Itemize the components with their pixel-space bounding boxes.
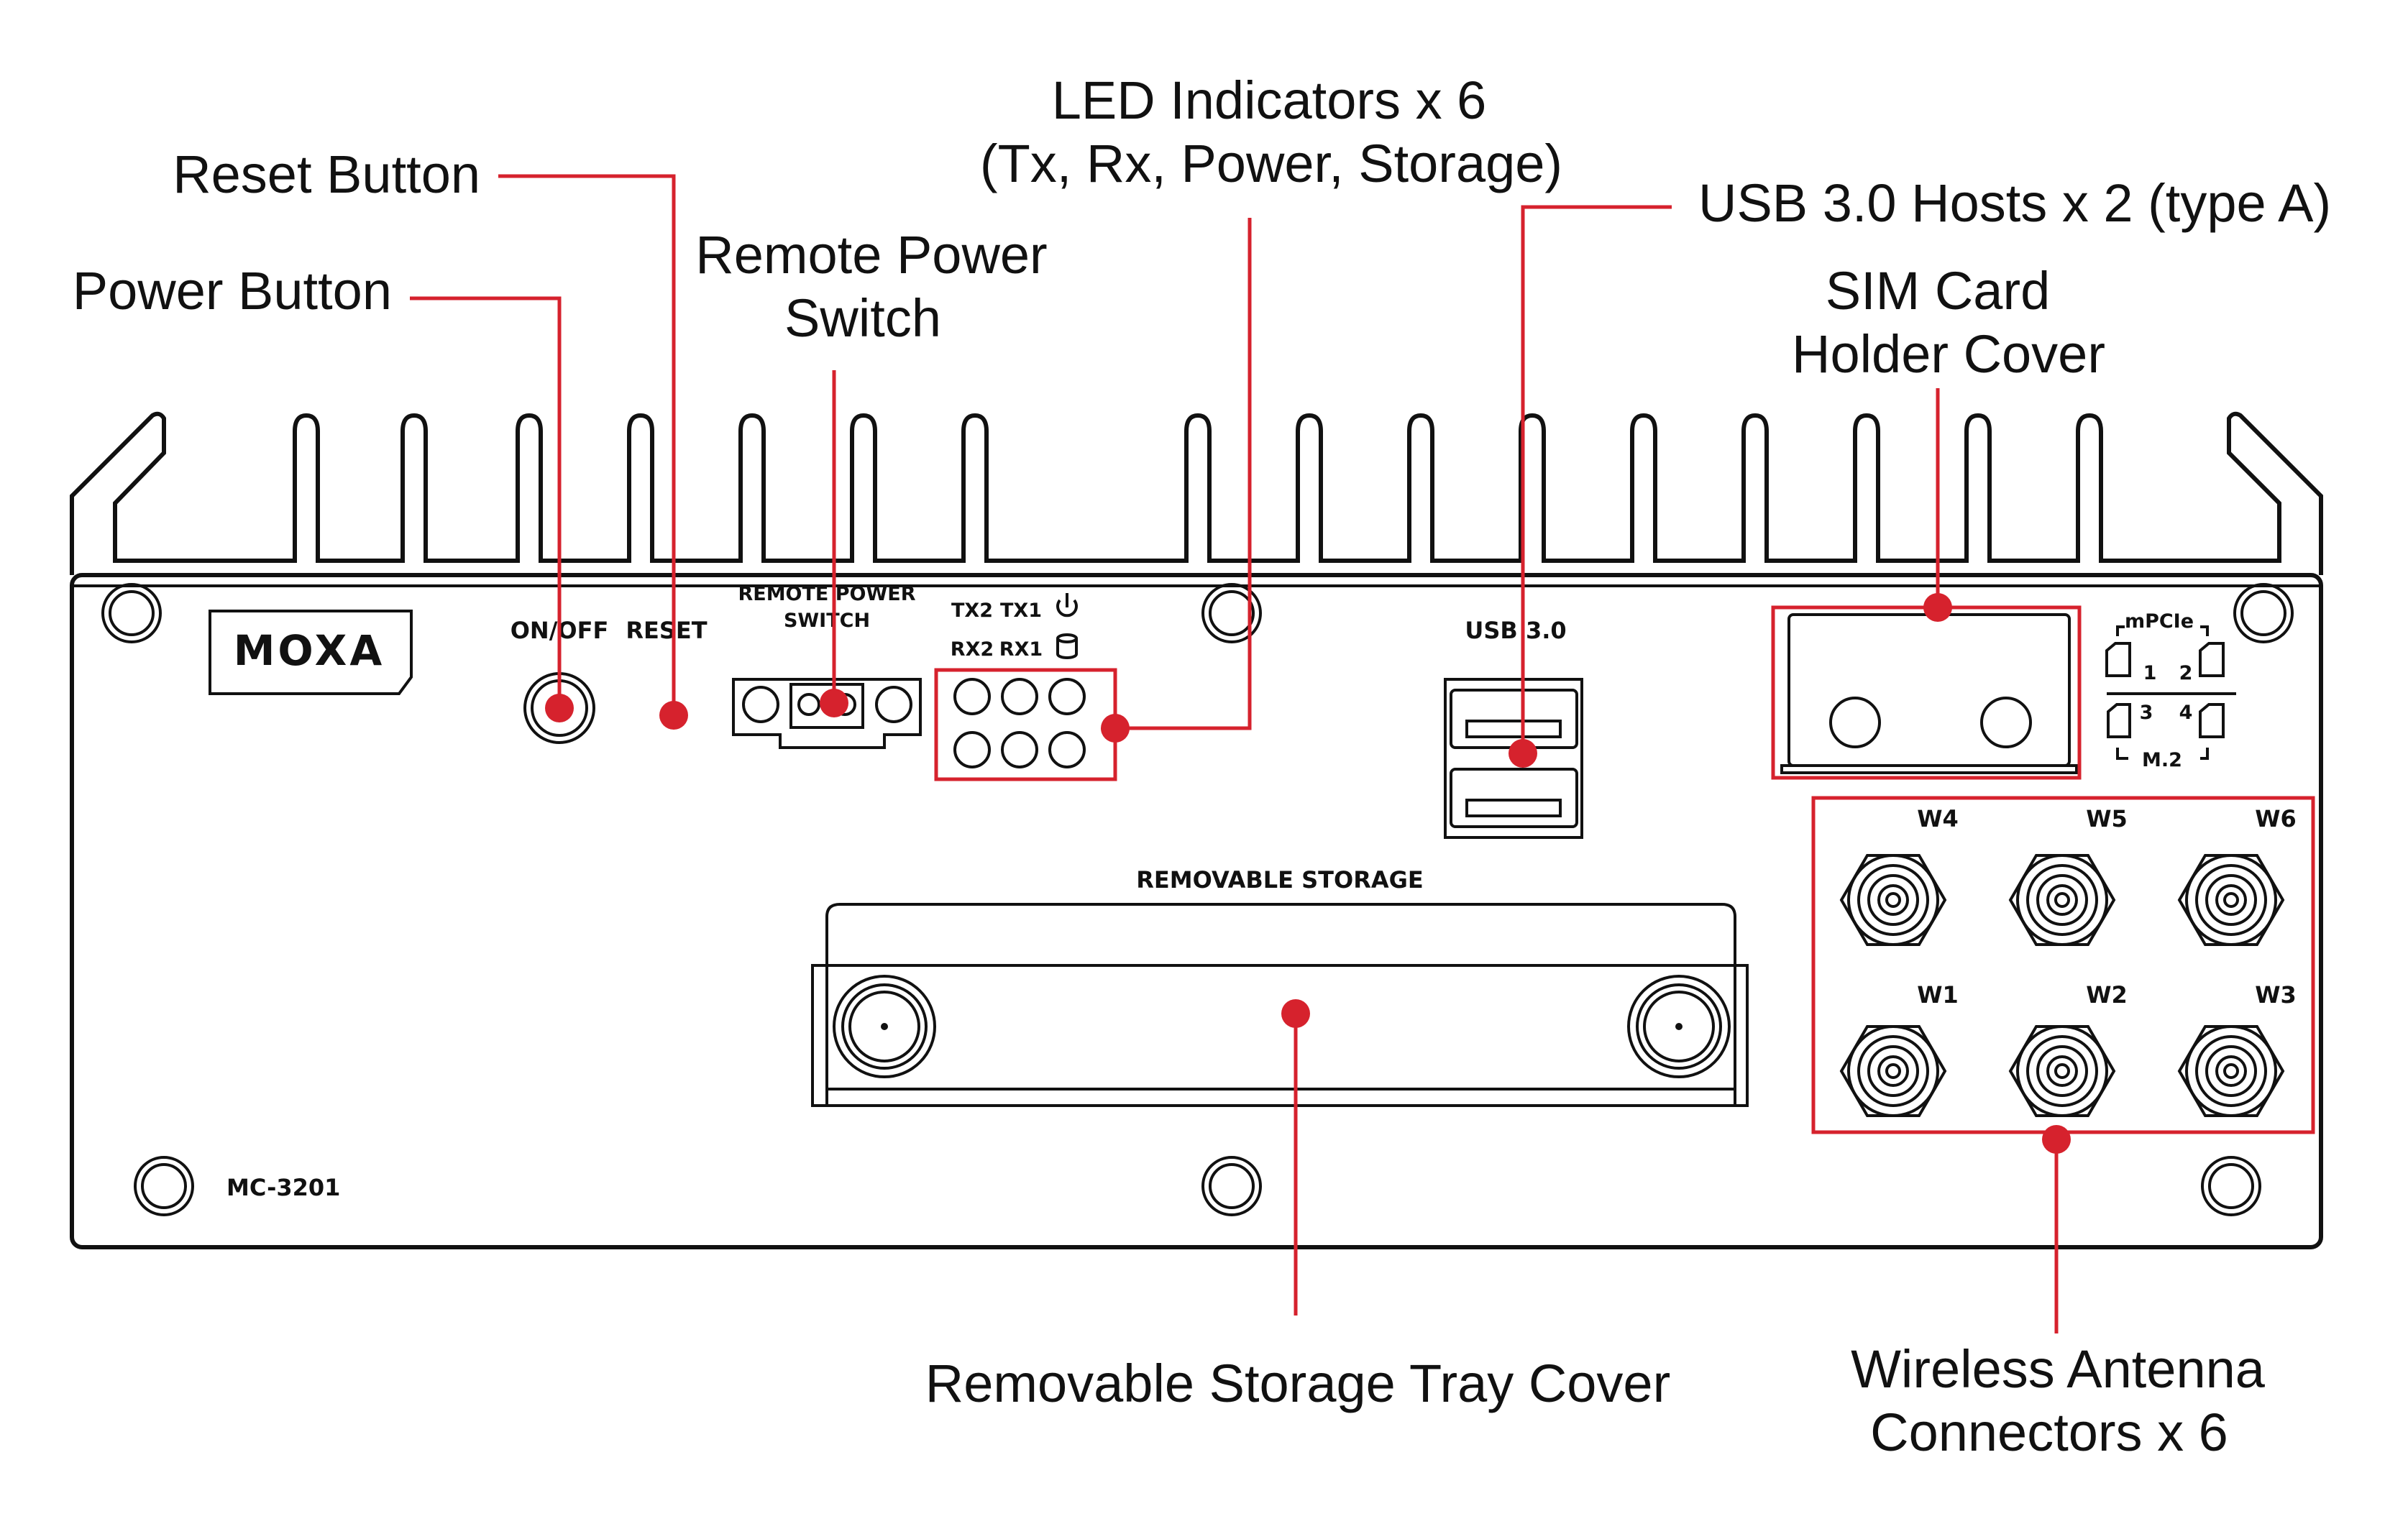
- led-indicator: [1048, 678, 1086, 715]
- callout-dot: [659, 701, 688, 730]
- sim-card-icon: [2199, 703, 2225, 738]
- callout-power-button: Power Button: [73, 261, 392, 321]
- led-rx1-label: RX1: [999, 638, 1043, 661]
- heatsink: [70, 411, 2323, 575]
- antenna-label: W6: [2255, 805, 2297, 832]
- panel-screw: [2201, 1156, 2261, 1216]
- brand-logo-text: MOXA: [234, 626, 385, 675]
- callout-led-line2: (Tx, Rx, Power, Storage): [980, 134, 1562, 193]
- led-indicator: [953, 678, 991, 715]
- sim-card-icon: [2199, 642, 2225, 677]
- panel-screw: [134, 1156, 194, 1216]
- leader-lines: [410, 174, 2071, 1333]
- panel-frame: [70, 573, 2323, 1249]
- callout-usb-hosts: USB 3.0 Hosts x 2 (type A): [1698, 173, 2331, 233]
- callout-dot: [1923, 593, 1952, 622]
- antenna-label: W2: [2086, 981, 2128, 1009]
- sim-slot-2: 2: [2179, 662, 2193, 684]
- callout-remote-power-line1: Remote Power: [695, 225, 1047, 285]
- sim-m2-label: M.2: [2142, 749, 2182, 771]
- sim-highlight-box: [1771, 605, 2082, 780]
- led-tx1-label: TX1: [1000, 600, 1042, 622]
- leader-usb: [1521, 205, 1672, 753]
- thumbscrew[interactable]: [1627, 975, 1731, 1078]
- callout-sim-line2: Holder Cover: [1792, 324, 2105, 384]
- leader-reset: [498, 174, 676, 715]
- antenna-connector[interactable]: [1839, 1025, 1947, 1117]
- reset-label: RESET: [626, 617, 707, 644]
- usb-port[interactable]: [1450, 689, 1578, 749]
- sim-slot-1: 1: [2143, 662, 2157, 684]
- callout-reset-button: Reset Button: [173, 144, 480, 204]
- antenna-connector[interactable]: [1839, 854, 1947, 946]
- sim-card-icon: [2107, 703, 2131, 738]
- callout-antenna-line1: Wireless Antenna: [1851, 1339, 2266, 1399]
- sim-card-holder-cover[interactable]: [1780, 613, 2078, 774]
- led-indicators: [953, 678, 1086, 768]
- front-panel: MOXA MC-3201 ON/OFF RESET REMOTE POWER S…: [70, 573, 2323, 1249]
- callout-dot: [1509, 739, 1537, 768]
- callout-antenna-line2: Connectors x 6: [1870, 1402, 2228, 1462]
- model-label: MC-3201: [226, 1174, 340, 1201]
- leader-led: [1115, 218, 1252, 730]
- led-indicator: [1001, 678, 1038, 715]
- callout-dot: [820, 689, 848, 717]
- antenna-connector[interactable]: [2177, 1025, 2285, 1117]
- sim-mpcie-label: mPCIe: [2125, 610, 2194, 633]
- callout-led-line1: LED Indicators x 6: [1052, 70, 1487, 130]
- removable-storage-tray[interactable]: [811, 903, 1749, 1107]
- usb-port-stack: [1444, 678, 1583, 839]
- callouts: Reset Button Power Button Remote Power S…: [73, 70, 2331, 1462]
- antenna-connectors: W4 W5 W6 W1 W2 W3: [1839, 805, 2297, 1117]
- callout-dot: [2042, 1125, 2071, 1154]
- antenna-label: W4: [1917, 805, 1959, 832]
- removable-storage-label: REMOVABLE STORAGE: [1136, 866, 1423, 894]
- sim-slot-4: 4: [2179, 702, 2193, 724]
- led-rx2-label: RX2: [951, 638, 994, 661]
- antenna-label: W1: [1917, 981, 1959, 1009]
- storage-icon: [1056, 633, 1078, 659]
- usb-label: USB 3.0: [1465, 617, 1566, 644]
- remote-power-label-line2: SWITCH: [784, 610, 870, 632]
- moxa-logo: MOXA: [209, 610, 413, 695]
- antenna-label: W5: [2086, 805, 2128, 832]
- panel-screw: [1201, 1156, 1262, 1216]
- antenna-connector[interactable]: [2008, 1025, 2116, 1117]
- power-icon: [1056, 593, 1078, 617]
- remote-power-label-line1: REMOTE POWER: [738, 583, 915, 605]
- heatsink-outline: [70, 411, 2323, 575]
- usb-port[interactable]: [1450, 768, 1578, 828]
- led-indicator: [953, 731, 991, 768]
- sim-card-icon: [2105, 642, 2131, 677]
- callout-dot: [1101, 714, 1130, 743]
- sim-slot-3: 3: [2140, 702, 2153, 724]
- antenna-label: W3: [2255, 981, 2297, 1009]
- panel-screw: [1201, 583, 1262, 643]
- led-indicator: [1001, 731, 1038, 768]
- callout-dot: [1281, 999, 1310, 1028]
- panel-screw: [101, 583, 162, 643]
- antenna-connector[interactable]: [2177, 854, 2285, 946]
- callout-sim-line1: SIM Card: [1826, 261, 2051, 321]
- led-tx2-label: TX2: [951, 600, 993, 622]
- callout-remote-power-line2: Switch: [784, 288, 941, 348]
- callout-dot: [545, 694, 574, 722]
- thumbscrew[interactable]: [833, 975, 936, 1078]
- callout-storage-tray: Removable Storage Tray Cover: [925, 1354, 1670, 1413]
- led-indicator: [1048, 731, 1086, 768]
- antenna-connector[interactable]: [2008, 854, 2116, 946]
- leader-power: [410, 296, 562, 708]
- panel-screw: [2233, 583, 2294, 643]
